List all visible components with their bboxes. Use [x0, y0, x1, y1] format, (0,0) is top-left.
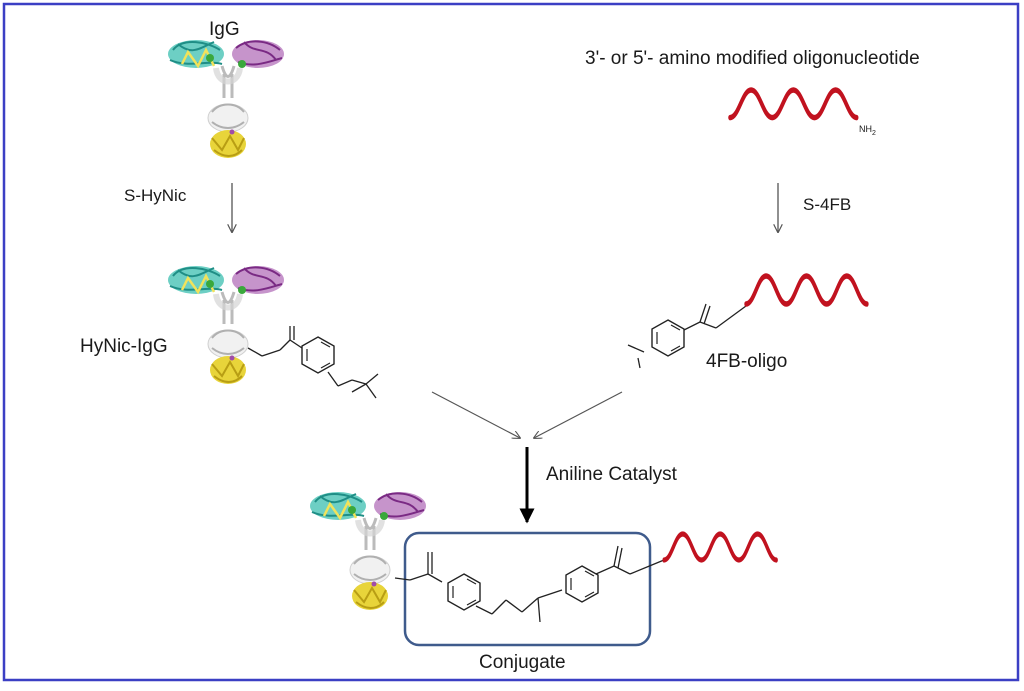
oligo-title-label: 3'- or 5'- amino modified oligonucleotid…: [585, 48, 920, 69]
nh2-label: NH2: [859, 124, 876, 137]
conjugate-antibody-icon: [310, 492, 426, 610]
nh2-subscript: 2: [872, 129, 876, 137]
conjugate-box: [403, 531, 652, 647]
4fb-chemical-structure-icon: [627, 303, 747, 369]
nh-text: NH: [859, 124, 872, 134]
hynic-igg-label: HyNic-IgG: [80, 336, 168, 357]
conjugate-dna-icon: [664, 534, 776, 560]
4fb-oligo-dna-icon: [746, 276, 867, 304]
hynic-igg-antibody-icon: [168, 266, 284, 384]
s-4fb-label: S-4FB: [803, 195, 852, 214]
converge-arrow-left: [431, 391, 520, 438]
amino-oligo-dna-icon: [730, 90, 857, 118]
conjugate-chemical-structure-icon: [394, 545, 665, 623]
4fb-oligo-label: 4FB-oligo: [706, 351, 788, 372]
igg-label: IgG: [209, 19, 240, 40]
hynic-chemical-structure-icon: [247, 326, 379, 399]
conjugate-label: Conjugate: [479, 652, 566, 673]
aniline-catalyst-label: Aniline Catalyst: [546, 464, 677, 485]
s-hynic-label: S-HyNic: [124, 186, 187, 205]
diagram-border: [2, 2, 1020, 682]
igg-antibody-icon: [168, 40, 284, 158]
converge-arrow-right: [534, 391, 623, 438]
